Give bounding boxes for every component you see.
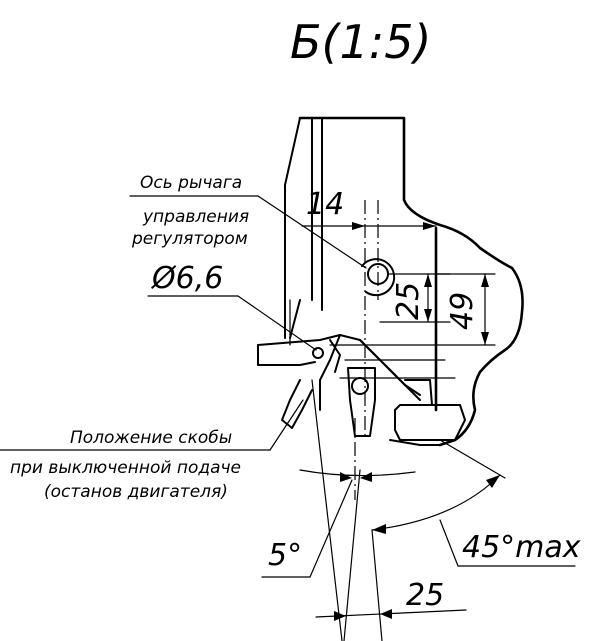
- dimension-49-text: 49: [445, 292, 480, 330]
- dimension-14: 14: [301, 187, 437, 230]
- bracket-label-line1: Положение скобы: [70, 428, 232, 448]
- lever-axis-label-line1: Ось рычага: [140, 173, 242, 193]
- diameter-callout: Ø6,6: [147, 261, 317, 351]
- angle-45-text: 45°max: [462, 530, 581, 565]
- dimension-14-text: 14: [306, 187, 344, 222]
- angle-5-dimension: 5°: [261, 469, 416, 578]
- lever-axis-label-line3: регулятором: [131, 229, 248, 249]
- bracket-label-line3: (останов двигателя): [44, 482, 228, 502]
- dimension-25-bottom-text: 25: [406, 578, 444, 613]
- lever-axis-label-line2: управления: [142, 207, 249, 227]
- dimension-49: 49: [329, 273, 496, 346]
- bracket-label-line2: при выключенной подаче: [10, 458, 241, 478]
- lever-axis-callout: Ось рычага управления регулятором: [129, 173, 367, 269]
- lever-mechanism: [257, 334, 466, 446]
- mechanism-lines: [339, 359, 456, 379]
- angle-45-dimension: 45°max: [371, 439, 581, 567]
- angle-5-text: 5°: [268, 538, 302, 573]
- dimension-25-vertical-text: 25: [391, 282, 426, 320]
- diameter-label: Ø6,6: [150, 261, 223, 296]
- view-title: Б(1:5): [290, 15, 431, 69]
- dimension-25-bottom: 25: [315, 578, 467, 621]
- housing-outline: [284, 116, 524, 447]
- centerlines: [289, 200, 383, 641]
- bracket-callout: Положение скобы при выключенной подаче (…: [0, 399, 304, 502]
- dimension-25-vertical: 25: [379, 273, 451, 323]
